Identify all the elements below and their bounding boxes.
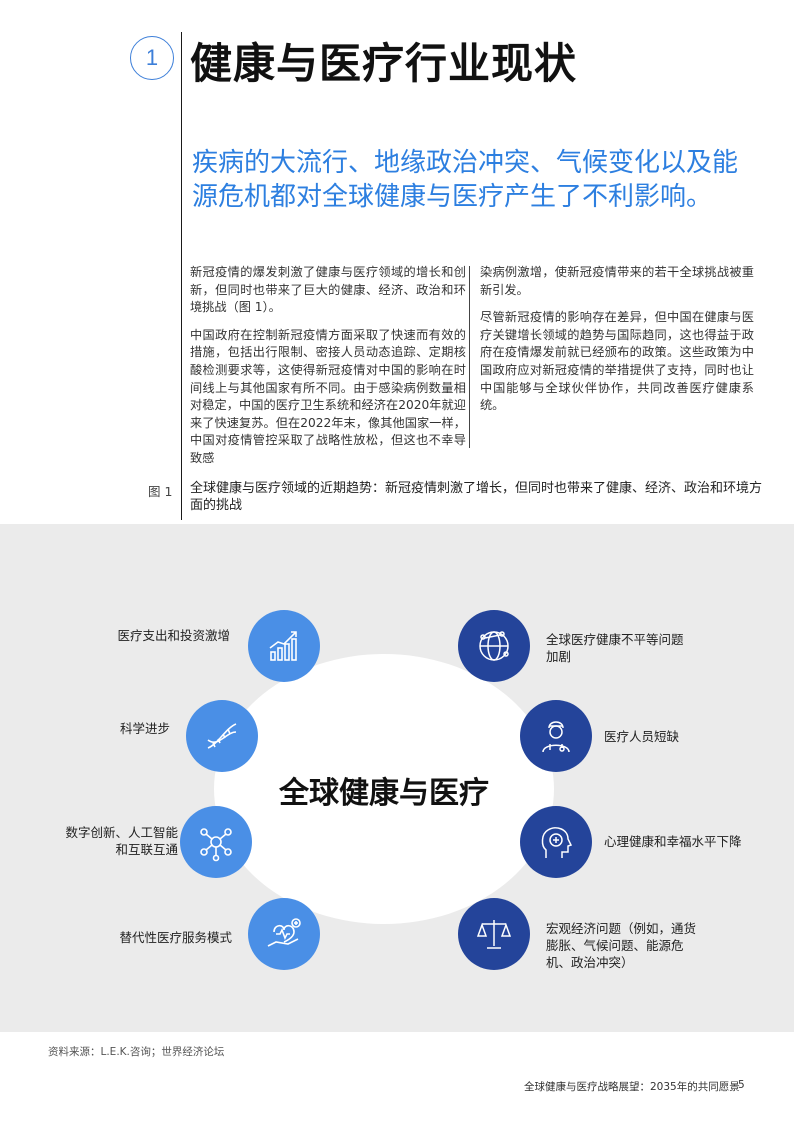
item-label-science: 科学进步 [119,721,170,736]
center-disc [214,654,554,924]
item-label-digital: 数字创新、人工智能和互联互通 [65,825,178,857]
item-label-care-models: 替代性医疗服务模式 [119,930,232,945]
figure-label: 图 1 [148,484,173,499]
globe-network-icon [458,610,530,682]
paragraph: 染病例激增，使新冠疫情带来的若干全球挑战被重新引发。 [480,265,754,297]
figure-center-title: 全球健康与医疗 [279,776,489,811]
dna-icon [186,700,258,772]
vertical-divider [181,32,182,520]
item-label-inequality: 全球医疗健康不平等问题加剧 [546,632,684,664]
network-icon [180,806,252,878]
paragraph: 中国政府在控制新冠疫情方面采取了快速而有效的措施，包括出行限制、密接人员动态追踪… [190,327,466,465]
item-label-macro: 宏观经济问题（例如，通货膨胀、气候问题、能源危机、政治冲突） [546,921,697,970]
nurse-icon [520,700,592,772]
source-note: 资料来源：L.E.K.咨询；世界经济论坛 [48,1046,225,1058]
figure-title: 全球健康与医疗领域的近期趋势：新冠疫情刺激了增长，但同时也带来了健康、经济、政治… [190,481,763,513]
body-column-left: 新冠疫情的爆发刺激了健康与医疗领域的增长和创新，但同时也带来了巨大的健康、经济、… [190,264,466,478]
page-subtitle: 疾病的大流行、地缘政治冲突、气候变化以及能源危机都对全球健康与医疗产生了不利影响… [192,148,739,212]
column-divider [469,266,470,448]
item-label-staff-shortage: 医疗人员短缺 [604,729,680,744]
footer-title: 全球健康与医疗战略展望：2035年的共同愿景 [524,1081,740,1093]
chapter-number-badge: 1 [130,36,174,80]
body-column-right: 染病例激增，使新冠疫情带来的若干全球挑战被重新引发。 尽管新冠疫情的影响存在差异… [480,264,754,425]
page-title: 健康与医疗行业现状 [190,39,578,88]
growth-chart-icon [248,610,320,682]
item-label-spending: 医疗支出和投资激增 [117,628,230,643]
care-hand-icon [248,898,320,970]
item-label-mental-health: 心理健康和幸福水平下降 [604,834,742,849]
paragraph: 尽管新冠疫情的影响存在差异，但中国在健康与医疗关键增长领域的趋势与国际趋同，这也… [480,310,754,413]
mind-health-icon [520,806,592,878]
paragraph: 新冠疫情的爆发刺激了健康与医疗领域的增长和创新，但同时也带来了巨大的健康、经济、… [190,265,466,315]
page-number: 5 [738,1079,745,1091]
scales-icon [458,898,530,970]
